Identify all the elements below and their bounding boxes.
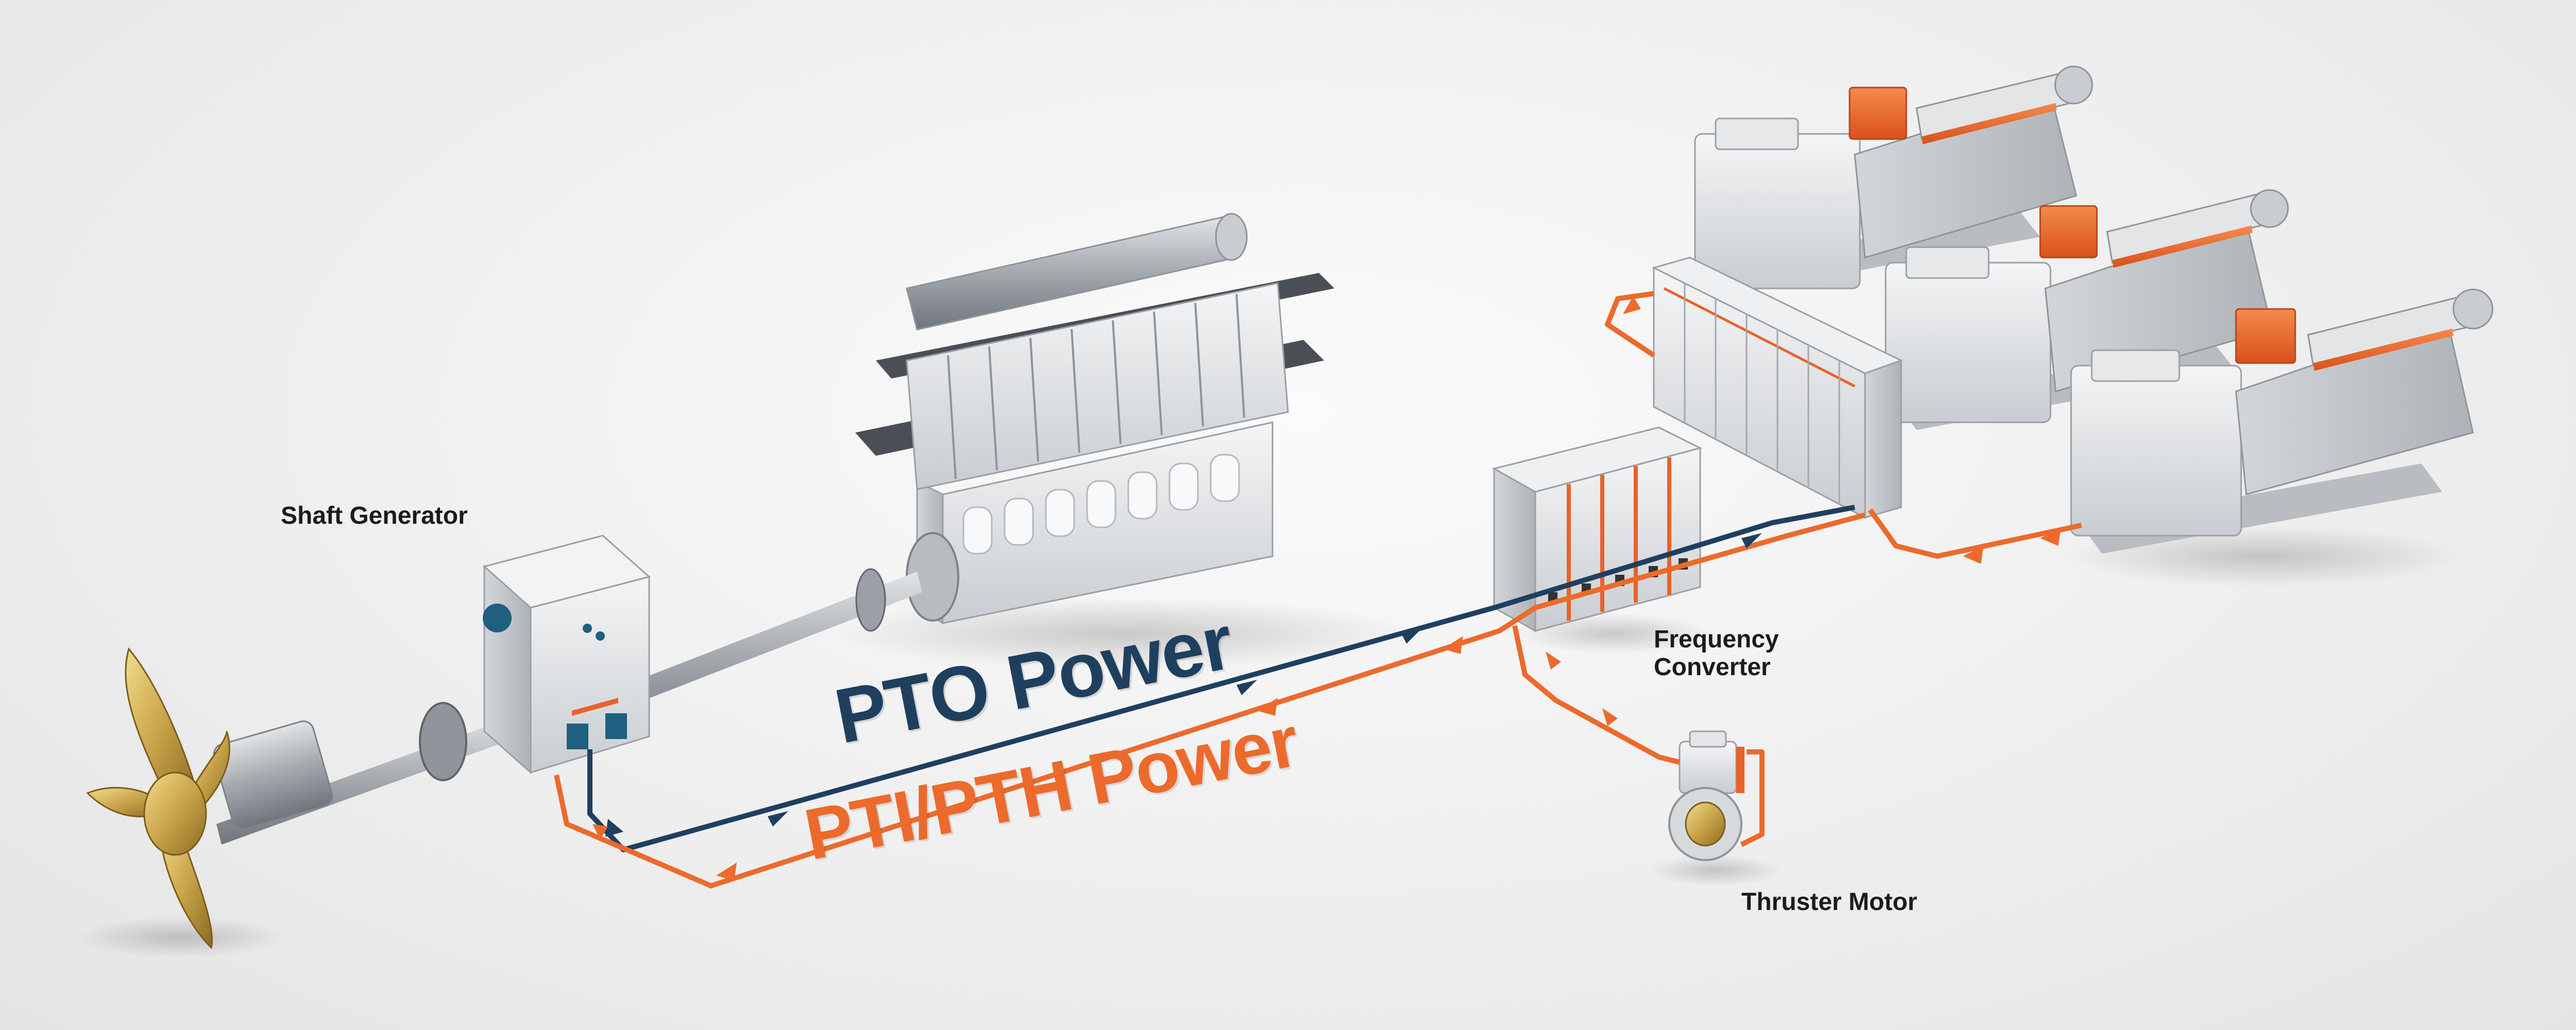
genset-cable-1 bbox=[1605, 291, 1655, 358]
thruster-cable-2 bbox=[1740, 749, 1765, 847]
frequency-converter-label-line-1: Frequency bbox=[1654, 626, 1779, 653]
genset-3 bbox=[2070, 288, 2494, 554]
propeller-shadow bbox=[77, 917, 283, 958]
propeller-icon bbox=[86, 647, 230, 949]
pto-cable bbox=[587, 505, 1855, 852]
thruster-motor-label: Thruster Motor bbox=[1741, 888, 1918, 916]
pto-arrows bbox=[605, 533, 1762, 837]
shaft-generator bbox=[482, 535, 651, 775]
main-switchboard bbox=[1651, 256, 1903, 519]
genset-1 bbox=[1694, 65, 2093, 296]
thruster-shadow bbox=[1649, 855, 1783, 886]
frequency-converter-label-line-2: Converter bbox=[1654, 653, 1771, 681]
engine-icon bbox=[855, 213, 1334, 625]
pti-cable bbox=[554, 512, 1866, 888]
frequency-converter-label: Frequency Converter bbox=[1654, 626, 1779, 681]
genset-icon bbox=[1694, 65, 2093, 296]
thruster-cable bbox=[1512, 625, 1681, 765]
thruster-motor bbox=[1668, 730, 1744, 861]
thruster-icon bbox=[1668, 730, 1744, 861]
power-cables bbox=[554, 291, 2082, 888]
pti-arrows bbox=[592, 296, 2061, 881]
shaft-generator-label: Shaft Generator bbox=[281, 502, 468, 529]
generator-icon bbox=[482, 535, 651, 775]
switchboard-icon bbox=[1651, 256, 1903, 519]
genset-icon bbox=[2070, 288, 2494, 554]
propeller bbox=[86, 647, 230, 949]
genset-cable-3 bbox=[1868, 508, 2082, 559]
main-engine bbox=[855, 213, 1334, 625]
